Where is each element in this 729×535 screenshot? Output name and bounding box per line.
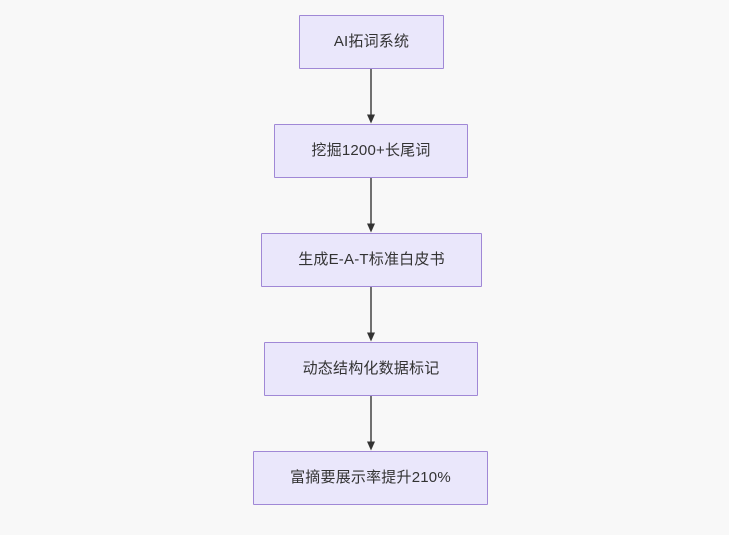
node-label: AI拓词系统 [333,33,410,50]
flowchart-node-n4[interactable]: 动态结构化数据标记 [264,342,478,396]
node-label: 生成E-A-T标准白皮书 [298,251,445,268]
flowchart-node-n5[interactable]: 富摘要展示率提升210% [253,451,488,505]
node-label: 挖掘1200+长尾词 [311,142,431,159]
flowchart-node-n3[interactable]: 生成E-A-T标准白皮书 [261,233,482,287]
node-label: 动态结构化数据标记 [302,360,440,377]
flowchart-node-n1[interactable]: AI拓词系统 [299,15,444,69]
flowchart-node-n2[interactable]: 挖掘1200+长尾词 [274,124,468,178]
node-label: 富摘要展示率提升210% [290,469,451,486]
